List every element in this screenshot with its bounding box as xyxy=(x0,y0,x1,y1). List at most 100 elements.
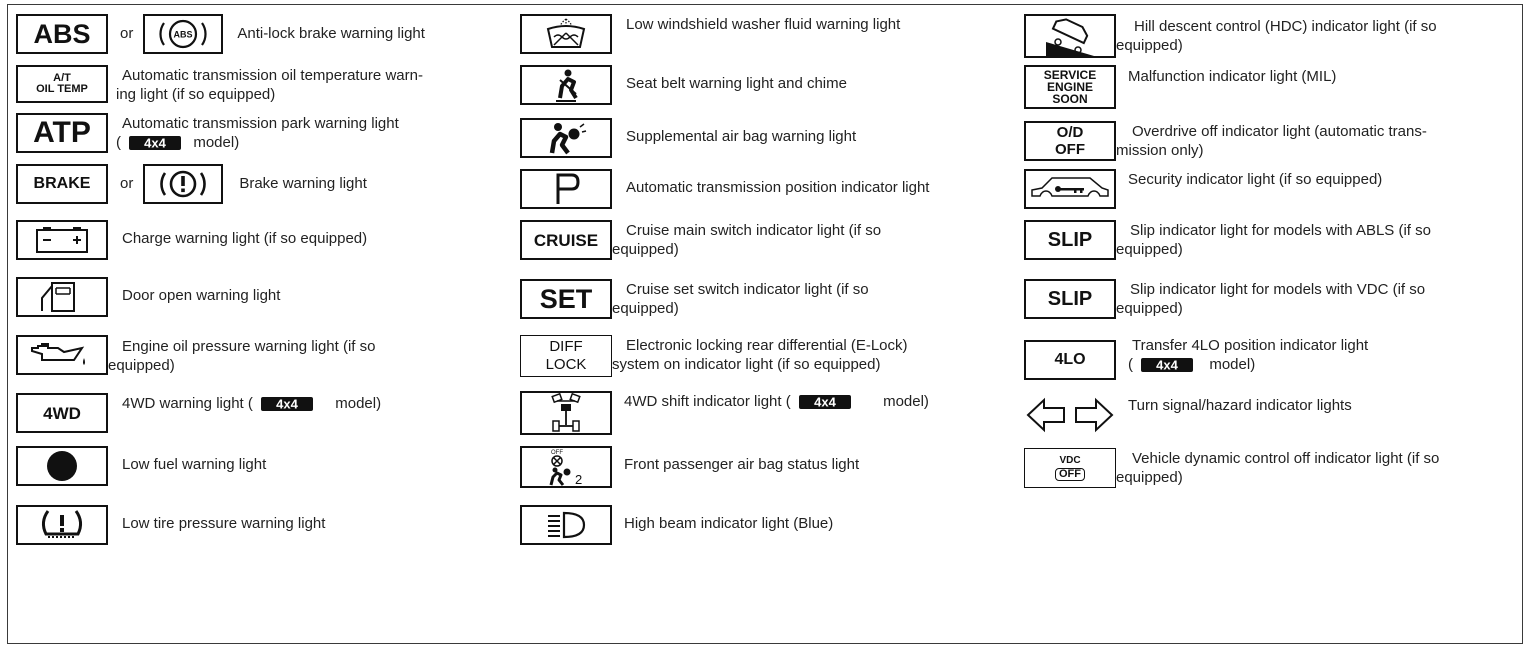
seatbelt-description: Seat belt warning light and chime xyxy=(626,75,847,92)
row-passenger-airbag: OFF 2 Front passenger air bag status lig… xyxy=(520,446,859,488)
door-description: Door open warning light xyxy=(122,287,281,304)
fuel-description: Low fuel warning light xyxy=(122,456,267,473)
row-oil: Engine oil pressure warning light (if so… xyxy=(16,335,375,375)
row-4lo: 4LO Transfer 4LO position indicator ligh… xyxy=(1024,337,1368,380)
4x4-badge: 4x4 xyxy=(129,136,182,151)
svg-text:4x4: 4x4 xyxy=(1156,358,1178,372)
washer-fluid-icon xyxy=(520,14,612,54)
row-abs: ABS or ABS Anti-lock brake warning light xyxy=(16,14,425,54)
4wd-icon: 4WD xyxy=(16,393,108,433)
battery-icon xyxy=(16,220,108,260)
4x4-badge: 4x4 xyxy=(798,395,851,410)
at-oil-temp-icon: A/T OIL TEMP xyxy=(16,65,108,103)
oil-description: Engine oil pressure warning light (if so… xyxy=(108,338,376,374)
row-4wd-shift: 4WD shift indicator light ( 4x4 model) xyxy=(520,391,929,435)
mil-description: Malfunction indicator light (MIL) xyxy=(1128,68,1337,85)
row-slip-abls: SLIP Slip indicator light for models wit… xyxy=(1024,220,1431,260)
row-set: SET Cruise set switch indicator light (i… xyxy=(520,279,869,319)
row-mil: SERVICE ENGINE SOON Malfunction indicato… xyxy=(1024,65,1336,109)
row-difflock: DIFF LOCK Electronic locking rear differ… xyxy=(520,335,908,377)
4x4-badge: 4x4 xyxy=(1141,358,1194,373)
row-brake: BRAKE or Brake warning light xyxy=(16,164,367,204)
svg-text:2: 2 xyxy=(575,472,582,486)
cruise-description: Cruise main switch indicator light (if s… xyxy=(612,222,882,258)
atp-icon: ATP xyxy=(16,113,108,153)
passenger-airbag-description: Front passenger air bag status light xyxy=(624,456,860,473)
tire-pressure-icon xyxy=(16,505,108,545)
position-p-icon xyxy=(520,169,612,209)
oil-can-icon xyxy=(16,335,108,375)
atp-description: Automatic transmission park warning ligh… xyxy=(116,115,399,151)
slip-vdc-description: Slip indicator light for models with VDC… xyxy=(1116,281,1426,317)
svg-text:4x4: 4x4 xyxy=(144,136,166,150)
slip-abls-description: Slip indicator light for models with ABL… xyxy=(1116,222,1431,258)
row-atp: ATP Automatic transmission park warning … xyxy=(16,113,399,153)
set-icon: SET xyxy=(520,279,612,319)
row-seatbelt: Seat belt warning light and chime xyxy=(520,65,847,105)
row-airbag: Supplemental air bag warning light xyxy=(520,118,856,158)
vdc-off-description: Vehicle dynamic control off indicator li… xyxy=(1116,450,1440,486)
diff-lock-icon: DIFF LOCK xyxy=(520,335,612,377)
4wd-shift-icon xyxy=(520,391,612,435)
door-open-icon xyxy=(16,277,108,317)
svg-text:OFF: OFF xyxy=(551,450,563,456)
row-charge: Charge warning light (if so equipped) xyxy=(16,220,367,260)
turn-signal-description: Turn signal/hazard indicator lights xyxy=(1128,397,1352,414)
seatbelt-icon xyxy=(520,65,612,105)
svg-text:ABS: ABS xyxy=(174,30,193,40)
hdc-description: Hill descent control (HDC) indicator lig… xyxy=(1116,18,1437,54)
row-slip-vdc: SLIP Slip indicator light for models wit… xyxy=(1024,279,1425,319)
row-fuel: Low fuel warning light xyxy=(16,446,266,486)
abs-description: Anti-lock brake warning light xyxy=(237,25,425,42)
set-description: Cruise set switch indicator light (if so… xyxy=(612,281,869,317)
cruise-icon: CRUISE xyxy=(520,220,612,260)
4lo-icon: 4LO xyxy=(1024,340,1116,380)
abs-text-icon: ABS xyxy=(16,14,108,54)
row-security: Security indicator light (if so equipped… xyxy=(1024,169,1382,209)
row-washer: Low windshield washer fluid warning ligh… xyxy=(520,14,900,54)
position-description: Automatic transmission position indicato… xyxy=(626,179,930,196)
airbag-description: Supplemental air bag warning light xyxy=(626,128,857,145)
difflock-description: Electronic locking rear differential (E-… xyxy=(612,337,908,373)
od-off-description: Overdrive off indicator light (automatic… xyxy=(1116,123,1427,159)
tire-description: Low tire pressure warning light xyxy=(122,515,326,532)
abs-circle-icon: ABS xyxy=(143,14,224,54)
service-engine-soon-icon: SERVICE ENGINE SOON xyxy=(1024,65,1116,109)
or-label: or xyxy=(120,25,134,42)
slip-vdc-icon: SLIP xyxy=(1024,279,1116,319)
4lo-description: Transfer 4LO position indicator light ( … xyxy=(1128,337,1369,373)
washer-description: Low windshield washer fluid warning ligh… xyxy=(626,16,901,33)
fuel-dot-icon xyxy=(16,446,108,486)
security-description: Security indicator light (if so equipped… xyxy=(1128,171,1383,188)
row-4wd: 4WD 4WD warning light ( 4x4 model) xyxy=(16,393,381,433)
4wd-description: 4WD warning light ( 4x4 model) xyxy=(122,395,382,412)
brake-description: Brake warning light xyxy=(239,175,367,192)
row-door: Door open warning light xyxy=(16,277,280,317)
row-od-off: O/D OFF Overdrive off indicator light (a… xyxy=(1024,121,1427,161)
hill-descent-icon xyxy=(1024,14,1116,58)
row-highbeam: High beam indicator light (Blue) xyxy=(520,505,833,545)
highbeam-description: High beam indicator light (Blue) xyxy=(624,515,834,532)
indicator-legend-panel: ABS or ABS Anti-lock brake warning light… xyxy=(7,4,1523,644)
turn-signal-icon xyxy=(1024,395,1116,435)
security-car-key-icon xyxy=(1024,169,1116,209)
at-oil-temp-description: Automatic transmission oil temperature w… xyxy=(116,67,423,103)
svg-text:4x4: 4x4 xyxy=(276,397,298,411)
vdc-off-icon: VDC OFF xyxy=(1024,448,1116,488)
brake-text-icon: BRAKE xyxy=(16,164,108,204)
brake-circle-icon xyxy=(143,164,224,204)
row-at-oil-temp: A/T OIL TEMP Automatic transmission oil … xyxy=(16,65,423,104)
4x4-badge: 4x4 xyxy=(261,397,314,412)
svg-text:4x4: 4x4 xyxy=(814,395,836,409)
high-beam-icon xyxy=(520,505,612,545)
slip-abls-icon: SLIP xyxy=(1024,220,1116,260)
charge-description: Charge warning light (if so equipped) xyxy=(122,230,368,247)
row-tire: Low tire pressure warning light xyxy=(16,505,325,545)
row-vdc-off: VDC OFF Vehicle dynamic control off indi… xyxy=(1024,448,1439,488)
od-off-icon: O/D OFF xyxy=(1024,121,1116,161)
row-position: Automatic transmission position indicato… xyxy=(520,169,929,209)
row-hdc: Hill descent control (HDC) indicator lig… xyxy=(1024,14,1437,58)
4wd-shift-description: 4WD shift indicator light ( 4x4 model) xyxy=(624,393,929,410)
row-cruise: CRUISE Cruise main switch indicator ligh… xyxy=(520,220,881,260)
airbag-icon xyxy=(520,118,612,158)
